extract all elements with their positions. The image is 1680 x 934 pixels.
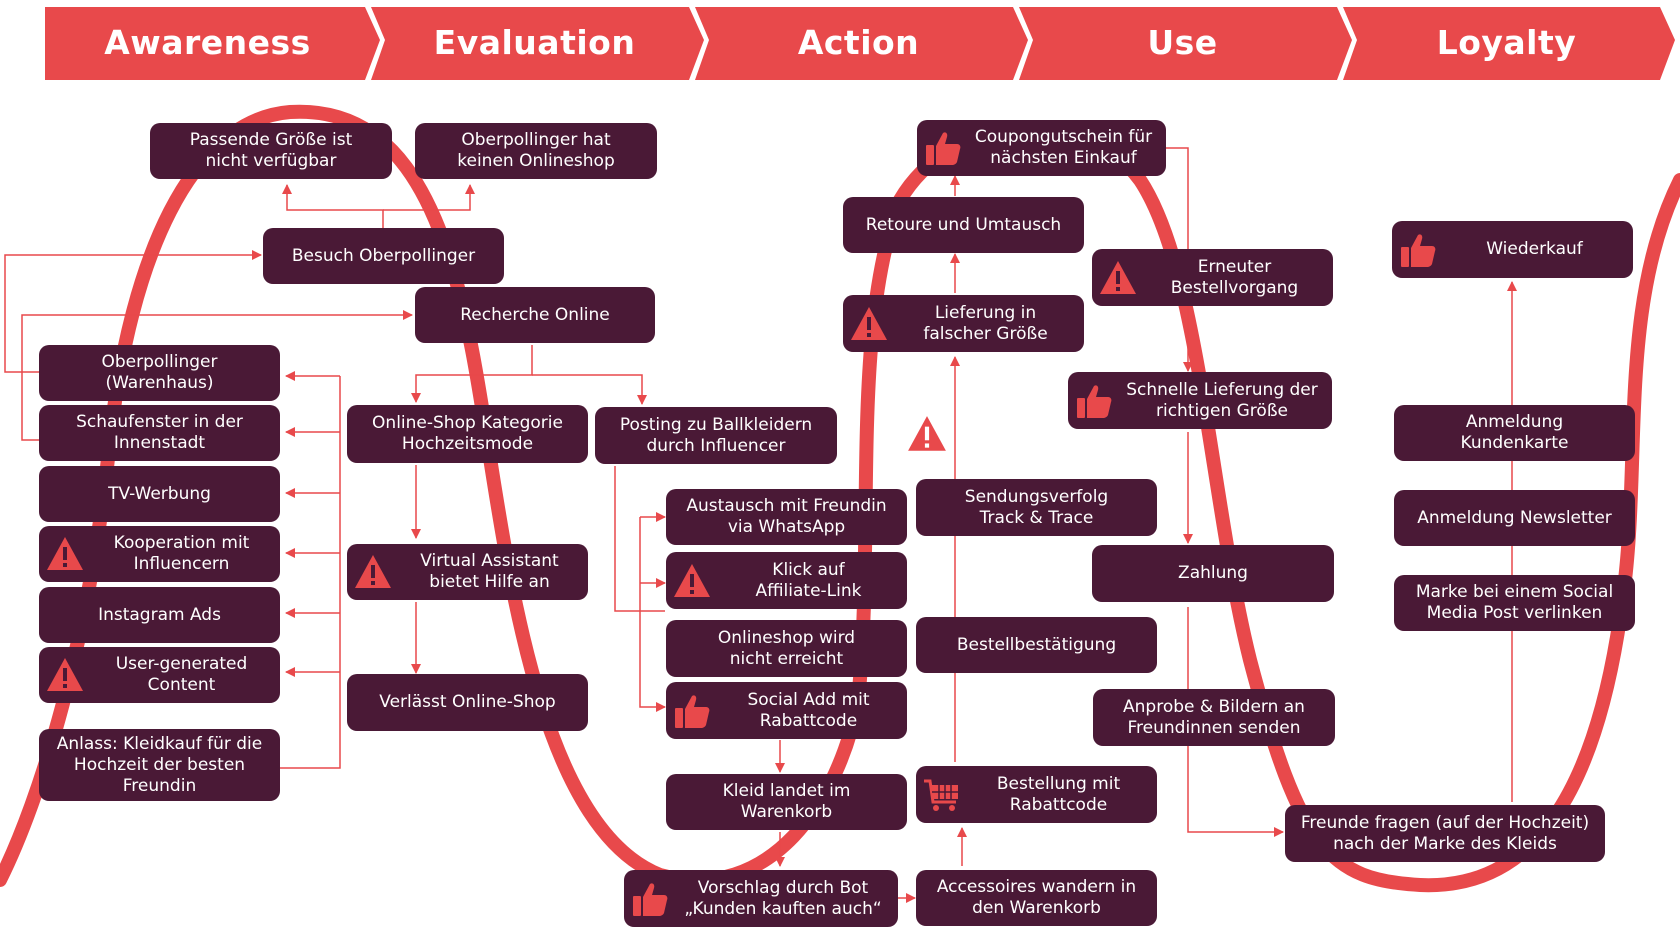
phase-label-action: Action	[797, 23, 920, 62]
step-kooperation-label: Kooperation mit Influencern	[113, 533, 250, 574]
step-kleid-warenkorb: Kleid landet im Warenkorb	[666, 774, 907, 830]
warning-icon	[1100, 260, 1136, 294]
step-vorschlag-bot-label: Vorschlag durch Bot „Kunden kauften auch…	[684, 877, 882, 919]
step-posting-influencer: Posting zu Ballkleidern durch Influencer	[595, 407, 837, 464]
thumbs-up-icon	[1401, 233, 1436, 267]
phase-chevron-evaluation	[371, 7, 704, 80]
step-wiederkauf: Wiederkauf	[1392, 221, 1633, 278]
step-retoure-umtausch: Retoure und Umtausch	[843, 197, 1084, 253]
step-anmeldung-kundenkarte: Anmeldung Kundenkarte	[1394, 405, 1635, 461]
phase-chevron-loyalty	[1343, 7, 1675, 80]
step-lieferung-falsche-groesse: Lieferung in falscher Größe	[843, 295, 1084, 352]
step-bestellung-rabattcode: Bestellung mit Rabattcode	[916, 766, 1157, 823]
warning-icon	[674, 563, 710, 597]
step-social-add: Social Add mit Rabattcode	[666, 682, 907, 739]
step-wiederkauf-label: Wiederkauf	[1486, 239, 1583, 259]
step-virtual-assistant-label: Virtual Assistant bietet Hilfe an	[420, 551, 559, 592]
step-social-add-label: Social Add mit Rabattcode	[747, 689, 870, 731]
step-onlineshop-nicht-erreicht: Onlineshop wird nicht erreicht	[666, 620, 907, 677]
step-kooperation: Kooperation mit Influencern	[39, 526, 280, 582]
step-schnelle-lieferung: Schnelle Lieferung der richtigen Größe	[1068, 372, 1332, 429]
phase-chevron-awareness	[45, 7, 380, 80]
step-recherche-online: Recherche Online	[415, 287, 655, 343]
phase-label-loyalty: Loyalty	[1436, 23, 1577, 62]
phase-label-use: Use	[1147, 23, 1218, 62]
thumbs-up-icon	[675, 694, 710, 728]
step-verlaesst-online-shop: Verlässt Online-Shop	[347, 674, 588, 731]
step-zahlung: Zahlung	[1092, 545, 1334, 602]
step-affiliate-link-label: Klick auf Affiliate-Link	[755, 559, 862, 601]
warning-icon	[355, 555, 391, 588]
step-passende-groesse: Passende Größe ist nicht verfügbar	[150, 123, 392, 179]
step-falsche-groesse-label: Lieferung in falscher Größe	[923, 302, 1048, 344]
step-schnelle-lieferung-label: Schnelle Lieferung der richtigen Größe	[1126, 379, 1318, 421]
warning-icon	[851, 306, 887, 340]
warning-icon	[47, 537, 83, 570]
step-austausch-whatsapp: Austausch mit Freundin via WhatsApp	[666, 489, 907, 545]
step-online-shop-kategorie: Online-Shop Kategorie Hochzeitsmode	[347, 405, 588, 463]
step-affiliate-link: Klick auf Affiliate-Link	[666, 552, 907, 609]
phase-header-band	[45, 7, 1675, 80]
step-marke-verlinken: Marke bei einem Social Media Post verlin…	[1394, 575, 1635, 631]
phase-label-evaluation: Evaluation	[433, 23, 636, 62]
warning-icon	[47, 658, 83, 691]
step-erneuter-label: Erneuter Bestellvorgang	[1170, 256, 1299, 298]
step-freunde-fragen: Freunde fragen (auf der Hochzeit) nach d…	[1285, 805, 1605, 862]
step-sendungsverfolgung: Sendungsverfolg Track & Trace	[916, 479, 1157, 536]
step-warenhaus: Oberpollinger (Warenhaus)	[39, 345, 280, 401]
step-erneuter-bestellvorgang: Erneuter Bestellvorgang	[1092, 249, 1333, 306]
step-tv-werbung: TV-Werbung	[39, 466, 280, 522]
shopping-cart-icon	[924, 779, 958, 811]
phase-chevron-use	[1019, 7, 1352, 80]
step-anmeldung-newsletter: Anmeldung Newsletter	[1394, 490, 1635, 546]
step-vorschlag-bot: Vorschlag durch Bot „Kunden kauften auch…	[624, 870, 898, 927]
step-user-generated-content: User-generated Content	[39, 647, 280, 703]
step-anprobe: Anprobe & Bildern an Freundinnen senden	[1093, 689, 1335, 746]
step-bestellung-label: Bestellung mit Rabattcode	[996, 773, 1121, 815]
warning-icon	[908, 416, 946, 451]
thumbs-up-icon	[633, 882, 668, 916]
phase-chevron-action	[695, 7, 1028, 80]
step-besuch-oberpollinger: Besuch Oberpollinger	[263, 228, 504, 284]
step-accessoires: Accessoires wandern in den Warenkorb	[916, 870, 1157, 926]
step-coupongutschein: Coupongutschein für nächsten Einkauf	[917, 120, 1166, 176]
step-virtual-assistant: Virtual Assistant bietet Hilfe an	[347, 544, 588, 600]
step-anlass: Anlass: Kleidkauf für die Hochzeit der b…	[39, 729, 280, 801]
step-schaufenster: Schaufenster in der Innenstadt	[39, 405, 280, 461]
thumbs-up-icon	[1077, 384, 1112, 418]
step-kein-onlineshop: Oberpollinger hat keinen Onlineshop	[415, 123, 657, 179]
phase-label-awareness: Awareness	[104, 23, 311, 62]
thumbs-up-icon	[926, 132, 961, 165]
step-bestellbestaetigung: Bestellbestätigung	[916, 617, 1157, 673]
step-ugc-label: User-generated Content	[115, 654, 248, 695]
step-instagram-ads: Instagram Ads	[39, 587, 280, 643]
step-coupongutschein-label: Coupongutschein für nächsten Einkauf	[974, 127, 1153, 168]
